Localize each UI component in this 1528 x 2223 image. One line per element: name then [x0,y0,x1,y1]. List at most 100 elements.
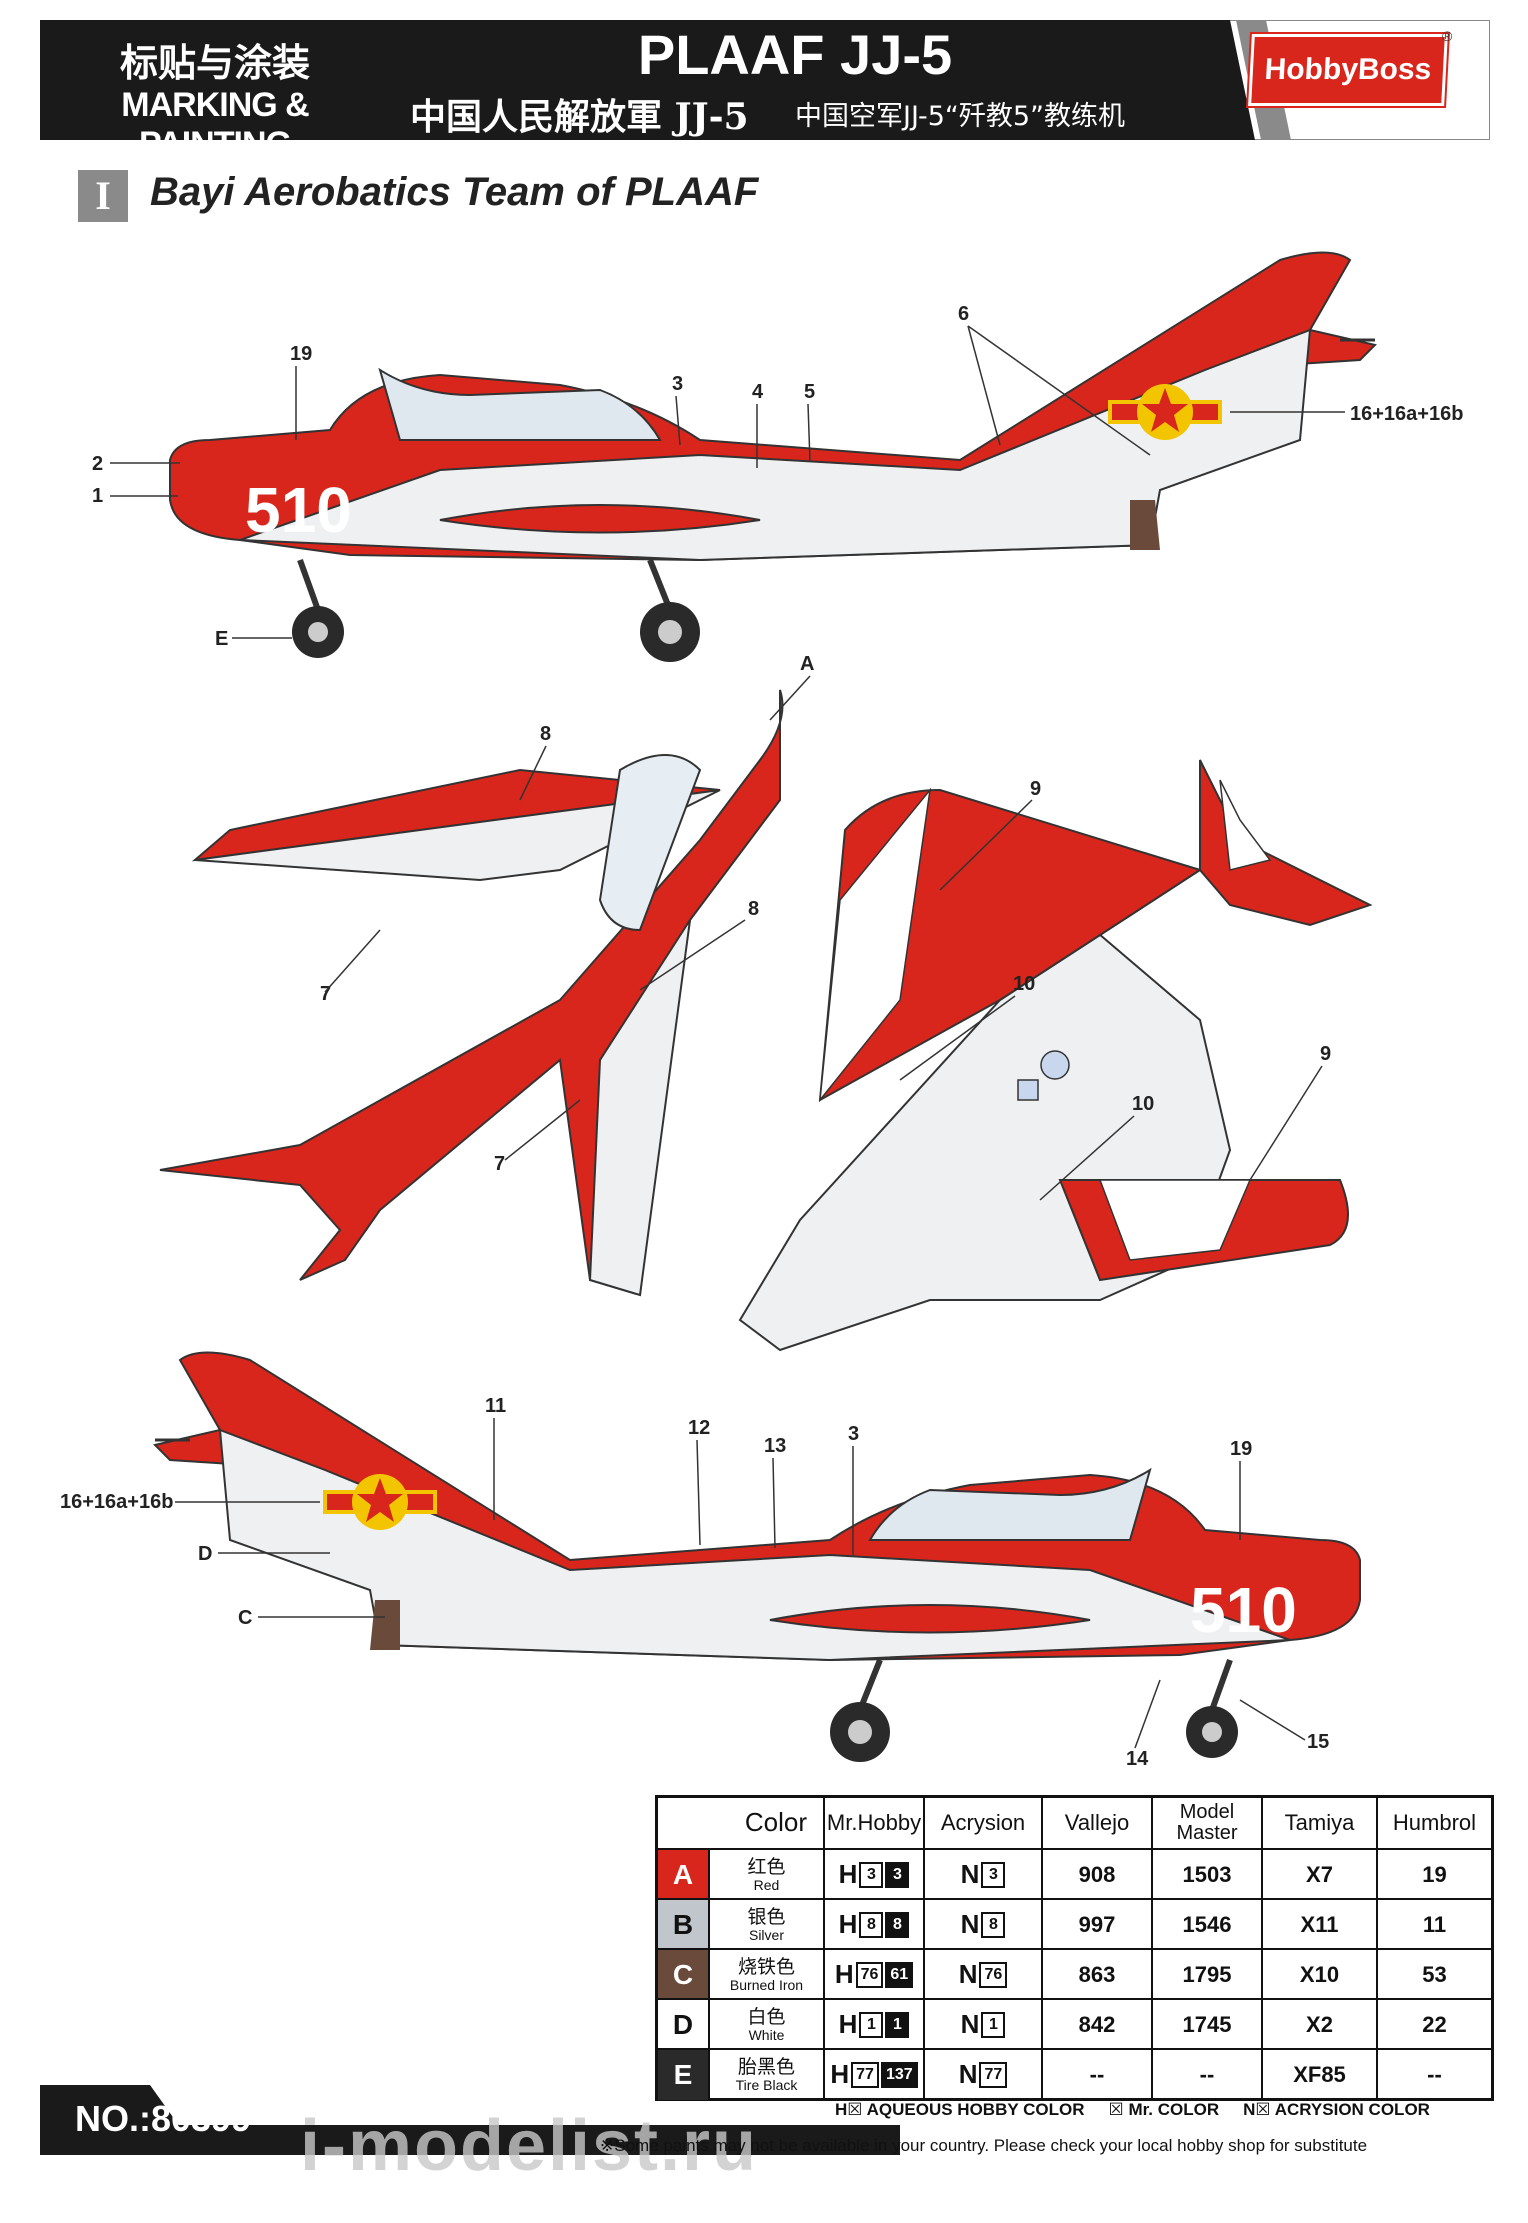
acrysion-number: 1 [981,2012,1006,2038]
fuselage-white-2 [218,1428,1291,1662]
color-name-cn: 红色 [747,1855,786,1878]
tamiya-code: XF85 [1261,2050,1376,2100]
callout-E: E [215,628,228,650]
legend-mr-color: ☒ Mr. COLOR [1108,2100,1220,2119]
color-code: A [672,1859,694,1891]
color-swatch: C [658,1950,708,2000]
callout-A: A [800,653,814,675]
aqueous-prefix: H [834,1959,854,1990]
acrysion-prefix: N [960,1859,980,1890]
callout-8-top-a: 8 [540,723,551,745]
humbrol-code: 22 [1376,2000,1491,2050]
modelmaster-code: 1546 [1151,1900,1261,1950]
aqueous-prefix: H [838,1909,858,1940]
callout-10-bottom-a: 10 [1013,973,1035,995]
aqueous-number: 77 [851,2062,879,2088]
modelmaster-code: 1795 [1151,1950,1261,2000]
callout-19: 19 [290,343,312,365]
modelmaster-code: 1745 [1151,2000,1261,2050]
callout-10-bottom-b: 10 [1132,1093,1154,1115]
callout-11: 11 [485,1395,506,1417]
acrysion-prefix: N [960,1909,980,1940]
legend-aqueous: H☒ AQUEOUS HOBBY COLOR [835,2100,1085,2119]
watermark: i-modelist.ru [300,2106,759,2186]
callout-D: D [198,1543,212,1565]
legend-acrysion: N☒ ACRYSION COLOR [1243,2100,1430,2119]
callout-9-bottom-b: 9 [1320,1043,1331,1065]
acrysion-prefix: N [958,1959,978,1990]
section-number: I [78,170,128,222]
callout-15: 15 [1307,1731,1329,1753]
callout-3b: 3 [848,1423,859,1445]
header-background [40,20,1490,140]
color-name-en: Tire Black [735,2076,798,2093]
vallejo-code: 863 [1041,1950,1151,2000]
acrysion-number: 77 [979,2062,1008,2088]
marking-painting-title: MARKING & PAINTING [121,86,309,163]
mr-color-number: 3 [885,1862,910,1888]
callout-19b: 19 [1230,1438,1252,1460]
vallejo-code: 842 [1041,2000,1151,2050]
color-chart-header: Color Mr.Hobby Acrysion Vallejo Model Ma… [658,1798,1491,1848]
color-name-cn: 白色 [747,2005,786,2028]
header-mrhobby: Mr.Hobby [823,1798,923,1848]
color-name-cn: 银色 [747,1905,786,1928]
fuselage-white-1 [239,328,1312,562]
availability-note: ※Some paints may not be available in you… [600,2136,1368,2155]
color-name-en: Silver [748,1926,784,1943]
callout-7-top-a: 7 [320,983,331,1005]
callout-2: 2 [92,453,103,475]
acrysion-number: 3 [981,1862,1006,1888]
mr-color-number: 61 [885,1962,914,1988]
callout-9-bottom-a: 9 [1030,778,1041,800]
section-title: Bayi Aerobatics Team of PLAAF [150,170,759,214]
callout-5: 5 [804,381,815,403]
callout-C: C [238,1607,252,1629]
aqueous-number: 3 [859,1862,884,1888]
canopy-top [598,754,702,932]
color-swatch: D [658,2000,708,2050]
registered-mark: ® [1442,28,1453,44]
callout-3: 3 [672,373,683,395]
aqueous-number: 8 [859,1912,884,1938]
acrysion-prefix: N [960,2009,980,2040]
header-vallejo: Vallejo [1041,1798,1151,1848]
tail-number-2: 510 [1190,1574,1297,1646]
color-name-en: Red [753,1876,780,1893]
modelmaster-code: -- [1151,2050,1261,2100]
aqueous-number: 1 [859,2012,884,2038]
vallejo-code: 997 [1041,1900,1151,1950]
aqueous-prefix: H [838,2009,858,2040]
paint-legend: H☒ AQUEOUS HOBBY COLOR ☒ Mr. COLOR N☒ AC… [835,2100,1495,2120]
model-title: PLAAF JJ-5 [637,23,953,86]
aqueous-number: 76 [855,1962,884,1988]
exhaust-1 [1130,500,1160,550]
color-code: D [672,2009,694,2041]
tamiya-code: X2 [1261,2000,1376,2050]
callout-7-top-b: 7 [494,1153,505,1175]
aqueous-prefix: H [838,1859,858,1890]
callout-14: 14 [1126,1748,1149,1770]
humbrol-code: 11 [1376,1900,1491,1950]
callout-1: 1 [92,485,103,507]
chinese-subtitle: 中国人民解放軍 JJ-5 [410,96,749,138]
acrysion-number: 76 [979,1962,1008,1988]
humbrol-code: 53 [1376,1950,1491,2000]
callout-16-side-2: 16+16a+16b [60,1491,173,1513]
chinese-subtitle-2: 中国空军JJ-5“歼教5”教练机 [795,101,1126,132]
mr-color-number: 1 [885,2012,910,2038]
